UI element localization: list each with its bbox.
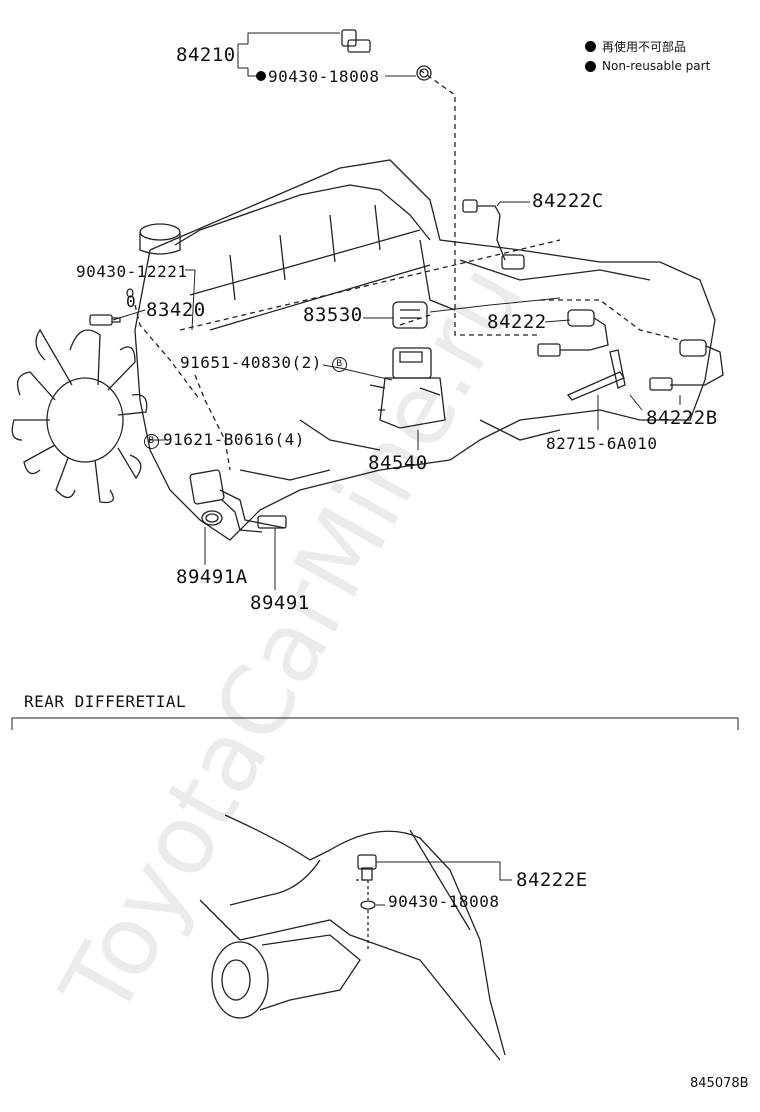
label-84222E[interactable]: 84222E <box>516 869 588 891</box>
label-0: 0 <box>126 292 137 311</box>
label-90430-12221[interactable]: 90430-12221 <box>76 262 188 281</box>
label-84222C[interactable]: 84222C <box>532 190 604 212</box>
label-91651-40830-text: 91651-40830(2) <box>180 353 322 372</box>
dashed-line-4 <box>195 375 230 470</box>
part-84222C-drawing <box>463 200 524 269</box>
legend: 再使用不可部品 Non-reusable part <box>585 36 710 76</box>
rear-leader-lines <box>376 862 512 905</box>
label-83420[interactable]: 83420 <box>146 299 206 321</box>
dashed-line-2 <box>420 70 540 335</box>
fan-drawing <box>12 330 147 503</box>
b-marker-icon: B <box>144 434 159 449</box>
label-91651-40830[interactable]: 91651-40830(2) B <box>180 353 351 372</box>
label-91621-B0616-text: 91621-B0616(4) <box>163 430 305 449</box>
part-82715-drawing <box>568 350 625 400</box>
dashed-line-5 <box>135 305 200 400</box>
rear-section-frame <box>12 718 738 730</box>
part-84210-drawing <box>342 30 431 80</box>
dashed-line-1 <box>180 240 560 330</box>
non-reusable-dot-icon <box>585 40 596 52</box>
label-91621-B0616[interactable]: B 91621-B0616(4) <box>144 430 305 449</box>
part-84540-drawing <box>370 348 445 428</box>
legend-text-english: Non-reusable part <box>602 59 711 73</box>
part-84222B-drawing <box>650 340 723 390</box>
b-marker-icon: B <box>332 357 347 372</box>
label-90430-18008-bottom[interactable]: 90430-18008 <box>388 892 500 911</box>
part-83420-drawing <box>90 289 133 325</box>
section-title-rear-differential: REAR DIFFERETIAL <box>24 692 187 711</box>
engine-outline <box>135 160 715 540</box>
legend-item-english: Non-reusable part <box>585 56 710 76</box>
diagram-code: 845078B <box>690 1076 749 1091</box>
dashed-line-3 <box>540 300 680 340</box>
label-84222B[interactable]: 84222B <box>646 407 718 429</box>
legend-item-japanese: 再使用不可部品 <box>585 36 710 56</box>
leader-lines <box>113 33 680 590</box>
label-90430-18008-top[interactable]: 90430-18008 <box>256 67 379 86</box>
dashed-line-6 <box>400 315 430 325</box>
label-89491A[interactable]: 89491A <box>176 566 248 588</box>
label-84540[interactable]: 84540 <box>368 452 428 474</box>
legend-text-japanese: 再使用不可部品 <box>602 39 687 54</box>
label-82715-6A010[interactable]: 82715-6A010 <box>546 434 658 453</box>
label-84222[interactable]: 84222 <box>487 311 547 333</box>
part-89491-drawing <box>190 470 286 532</box>
label-84210[interactable]: 84210 <box>176 44 236 66</box>
part-83530-drawing <box>393 302 427 328</box>
part-84222-drawing <box>538 310 608 356</box>
rear-differential-drawing <box>200 815 505 1060</box>
non-reusable-dot-icon <box>585 60 596 72</box>
label-83530[interactable]: 83530 <box>303 304 363 326</box>
label-89491[interactable]: 89491 <box>250 592 310 614</box>
label-90430-18008-top-text: 90430-18008 <box>268 67 380 86</box>
non-reusable-dot-icon <box>256 71 266 81</box>
